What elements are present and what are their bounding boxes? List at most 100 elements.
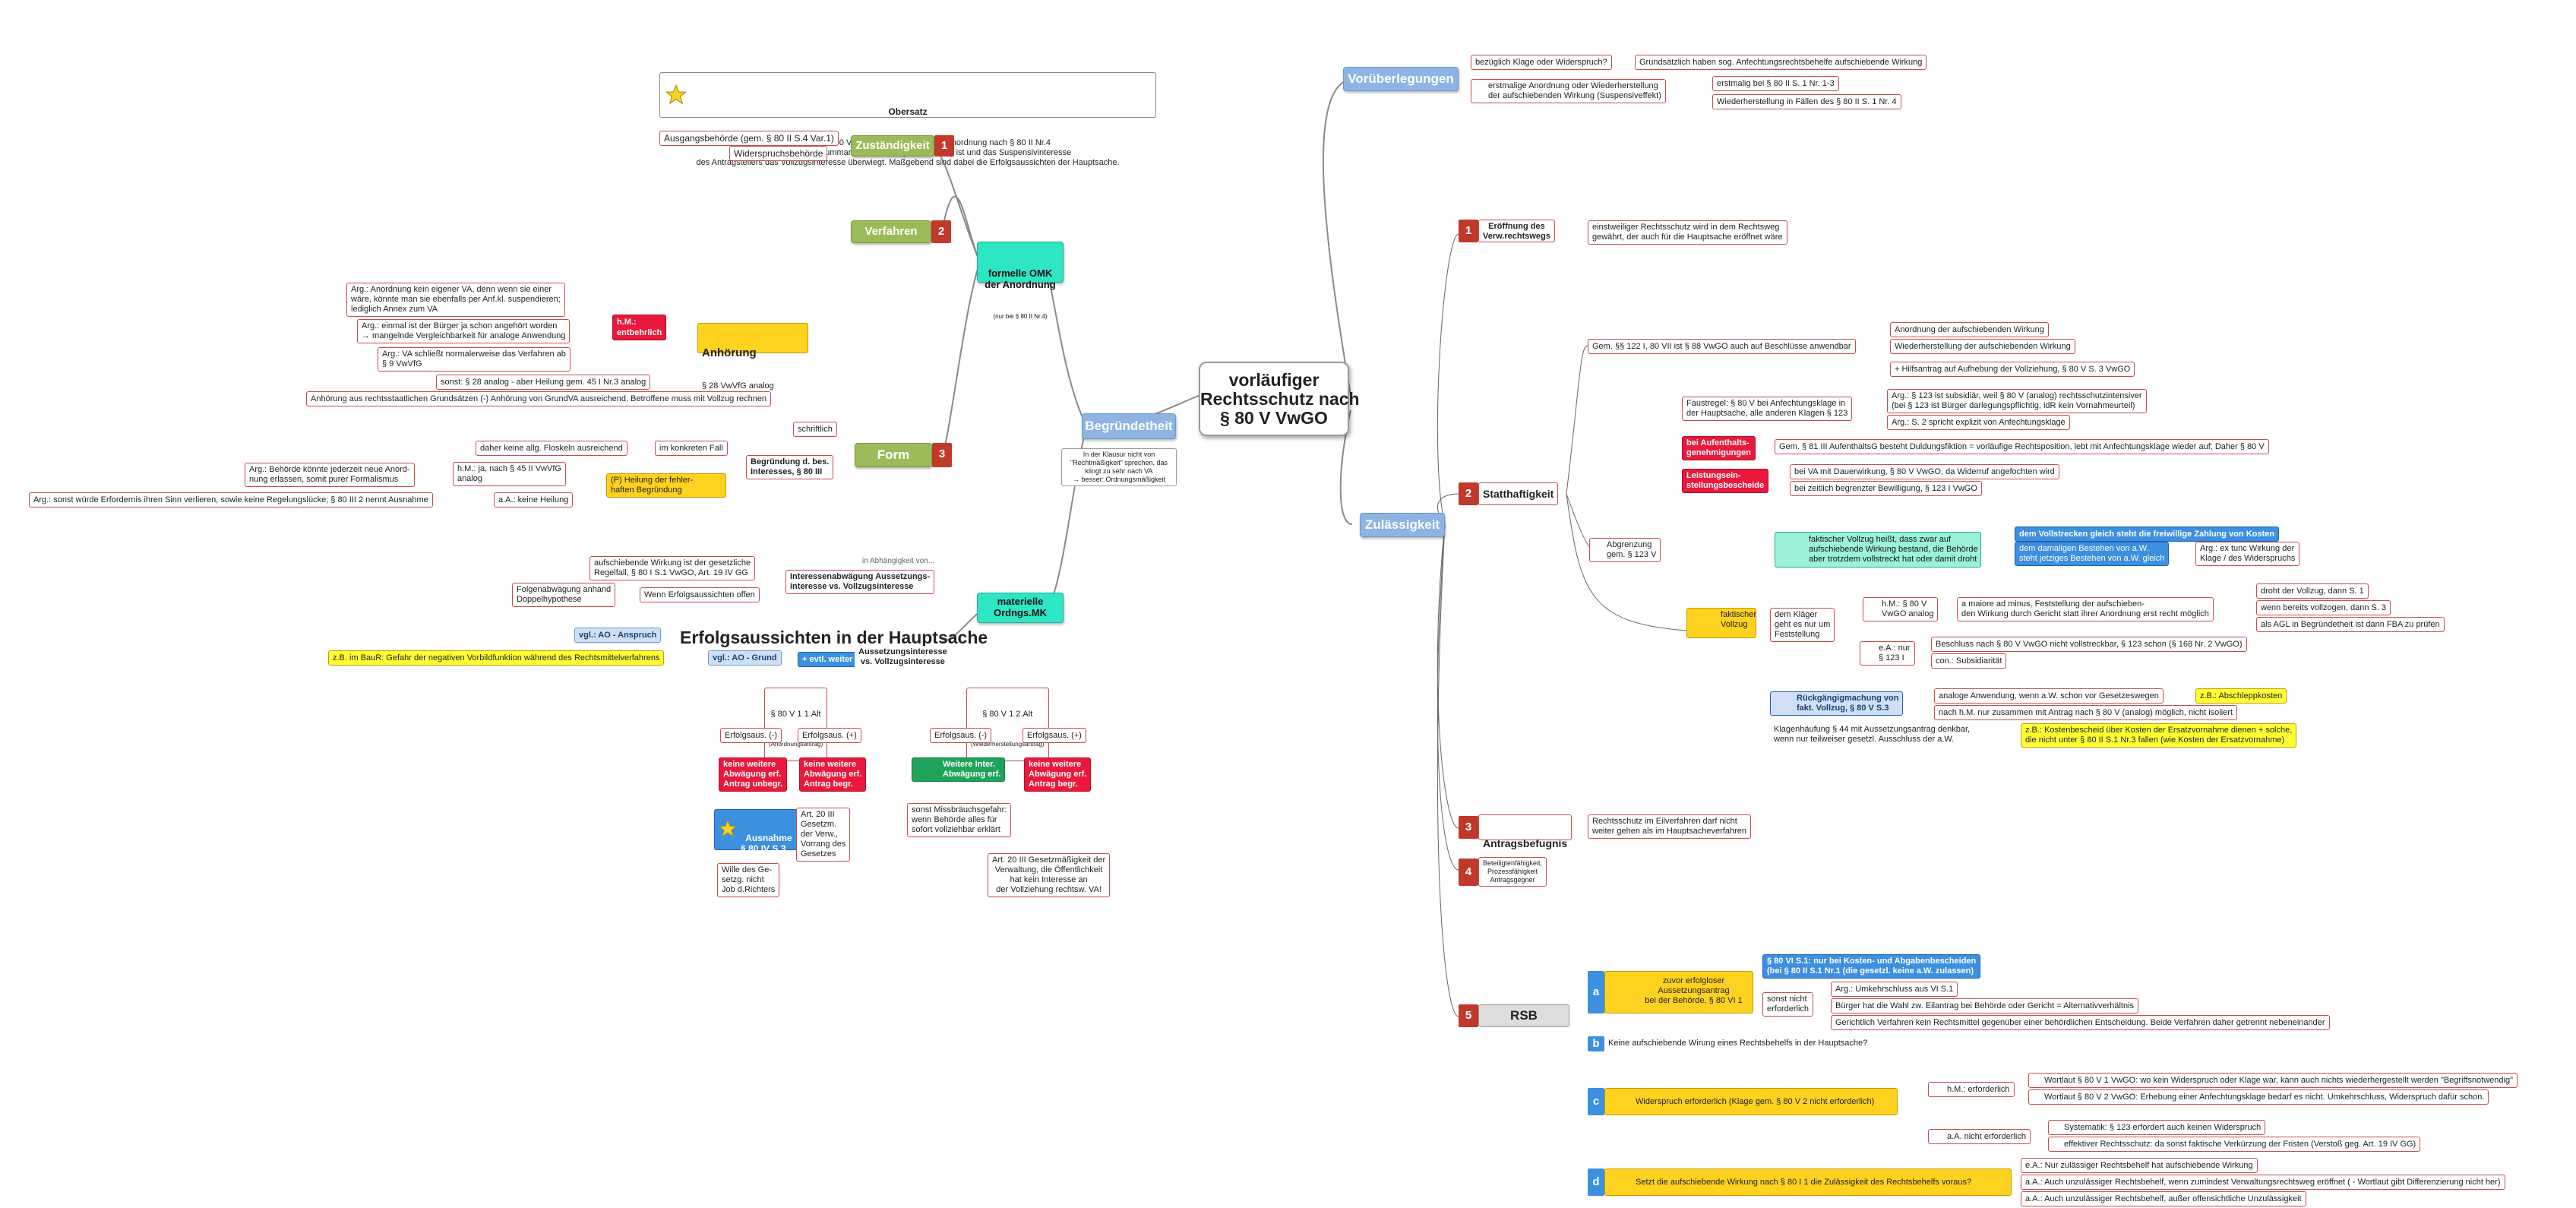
alt2-plus: Erfolgsaus. (+) [1022, 728, 1086, 743]
interessen-abh: in Abhängigkeit von... [858, 555, 939, 568]
alt1-art20: Art. 20 III Gesetzm. der Verw., Vorrang … [796, 808, 851, 862]
begruendung-konkret: im konkreten Fall [655, 441, 728, 456]
statthaft-faustregel: Faustregel: § 80 V bei Anfechtungsklage … [1682, 397, 1853, 421]
alt2-minus: Erfolgsaus. (-) [930, 728, 992, 743]
statthaft-label[interactable]: Statthaftigkeit [1478, 482, 1559, 505]
node-formelle-omk[interactable]: formelle OMK der Anordnung (nur bei § 80… [977, 242, 1064, 320]
rsb-a-s1: Arg.: Umkehrschluss aus VI S.1 [1831, 982, 1958, 997]
faktischer-arg: Arg.: ex tunc Wirkung der Klage / des Wi… [2195, 542, 2300, 566]
node-zulaessigkeit[interactable]: Zulässigkeit [1360, 513, 1445, 537]
erfolgsaussichten-heading[interactable]: Erfolgsaussichten in der Hauptsache [680, 628, 988, 647]
alt2-label[interactable]: § 80 V 1 2.Alt (Wiederherstellungsantrag… [966, 688, 1049, 761]
star-icon [665, 84, 687, 106]
alt1-plus: Erfolgsaus. (+) [798, 728, 861, 743]
klaeger-droht: droht der Vollzug, dann S. 1 [2256, 583, 2369, 599]
rsb-b-letter: b [1588, 1036, 1604, 1051]
eroeffnung-label[interactable]: Eröffnung des Verw.rechtswegs [1478, 220, 1555, 242]
rsb-a-letter: a [1588, 971, 1604, 1014]
rsb-c-hm2: Wortlaut § 80 V 2 VwGO: Erhebung einer A… [2028, 1089, 2489, 1105]
alt1-box-unbegr: keine weitere Abwägung erf. Antrag unbeg… [719, 757, 788, 792]
statthaft-gem: Gem. §§ 122 I, 80 VII ist § 88 VwGO auch… [1588, 339, 1856, 354]
rsb-c-label[interactable]: Widerspruch erforderlich (Klage gem. § 8… [1604, 1088, 1898, 1115]
anhoerung-label: Anhörung [702, 346, 757, 359]
alt1-wille: Wille des Ge- setzg. nicht Job d.Richter… [717, 863, 780, 897]
node-begruendetheit[interactable]: Begründetheit [1082, 413, 1176, 439]
node-anhoerung[interactable]: Anhörung § 28 VwVfG analog [697, 323, 808, 391]
anhoerung-arg-3: Arg.: VA schließt normalerweise das Verf… [378, 347, 571, 372]
rsb-a-label[interactable]: zuvor erfolgloser Aussetzungsantrag bei … [1604, 971, 1753, 1014]
beteiligt-number: 4 [1459, 859, 1478, 886]
rsb-c-hm: h.M.: erforderlich [1928, 1082, 2015, 1097]
eroeffnung-number: 1 [1459, 220, 1478, 242]
rueck-node[interactable]: Rückgängigmachung von fakt. Vollzug, § 8… [1770, 691, 1904, 716]
rsb-c-aa: a.A. nicht erforderlich [1928, 1129, 2031, 1144]
baur-note: z.B. im BauR: Gefahr der negativen Vorbi… [328, 650, 665, 666]
node-faktischer-vollzug[interactable]: faktischer Vollzug [1686, 608, 1756, 638]
begruendung-aa: a.A.: keine Heilung [494, 492, 574, 508]
formelle-sub: (nur bei § 80 II Nr.4) [993, 313, 1048, 320]
alt2-box-begr: keine weitere Abwägung erf. Antrag begr. [1024, 757, 1092, 792]
alt1-label[interactable]: § 80 V 1 1.Alt (Anordnungsantrag) [764, 688, 828, 761]
antrag-text: Rechtsschutz im Eilverfahren darf nicht … [1588, 814, 1752, 839]
klaeger-con: con.: Subsidiarität [1931, 653, 2007, 669]
interessen-folgen: Folgenabwägung anhand Doppelhypothese [512, 583, 616, 607]
begruendung-floskel: daher keine allg. Floskeln ausreichend [476, 441, 627, 456]
beteiligt-label[interactable]: Beteiligtenfähigkeit, Prozessfähigkeit A… [1478, 857, 1547, 887]
anhoerung-grundrecht: Anhörung aus rechtsstaatlichen Grundsätz… [306, 391, 772, 406]
rueck-2: nach h.M. nur zusammen mit Antrag nach §… [1934, 705, 2238, 720]
alt2-sonst: sonst Missbräuchsgefahr: wenn Behörde al… [907, 803, 1012, 837]
anhoerung-arg-2: Arg.: einmal ist der Bürger ja schon ang… [357, 319, 571, 343]
statthaft-leistung: Leistungsein- stellungsbescheide [1682, 469, 1769, 493]
begruendung-hm: h.M.: ja, nach § 45 II VwVfG analog [453, 462, 566, 486]
obersatz-heading: Obersatz [888, 106, 928, 117]
node-verfahren[interactable]: Verfahren [851, 220, 931, 243]
alt1-ausnahme[interactable]: Ausnahme § 80 IV S.3 analog [714, 809, 798, 865]
form-number: 3 [932, 443, 952, 467]
interessen-label[interactable]: Interessenabwägung Aussetzungs- interess… [785, 570, 935, 594]
statthaft-g1-1: Anordnung der aufschiebenden Wirkung [1890, 322, 2049, 337]
node-materielle[interactable]: materielle Ordngs.MK [977, 593, 1064, 623]
rsb-a-s2: Bürger hat die Wahl zw. Eilantrag bei Be… [1831, 998, 2139, 1014]
statthaft-aufenthalt: bei Aufenthalts- genehmigungen [1682, 436, 1756, 460]
alt1-sub: (Anordnungsantrag) [769, 741, 823, 748]
node-vorueberlegungen[interactable]: Vorüberlegungen [1343, 67, 1459, 91]
node-zustaendigkeit[interactable]: Zuständigkeit [851, 135, 934, 157]
central-topic[interactable]: vorläufiger Rechtsschutz nach § 80 V VwG… [1199, 362, 1360, 436]
statthaft-leistung-1: bei VA mit Dauerwirkung, § 80 V VwGO, da… [1790, 464, 2059, 479]
begruendung-heilung[interactable]: (P) Heilung der fehler- haften Begründun… [606, 473, 726, 498]
rsb-c-hm1: Wortlaut § 80 V 1 VwGO: wo kein Widerspr… [2028, 1073, 2518, 1088]
statthaft-number: 2 [1459, 482, 1478, 505]
ao-grund[interactable]: vgl.: AO - Grund [708, 650, 782, 666]
rsb-b-text[interactable]: Keine aufschiebende Wirung eines Rechtsb… [1604, 1036, 1872, 1050]
rsb-d-label[interactable]: Setzt die aufschiebende Wirkung nach § 8… [1604, 1168, 2012, 1196]
rsb-d-letter: d [1588, 1168, 1604, 1196]
rsb-d-3: a.A.: Auch unzulässiger Rechtsbehelf, au… [2021, 1191, 2306, 1206]
node-begruendung[interactable]: Begründung d. bes. Interesses, § 80 III [746, 455, 834, 479]
interessen-aufsch: aufschiebende Wirkung ist der gesetzlich… [589, 556, 756, 580]
rsb-c-letter: c [1588, 1088, 1604, 1115]
evtl-weiter[interactable]: + evtl. weiter [798, 652, 858, 667]
antrag-label[interactable]: Antragsbefugnis (§ 42 II VwGO analog) [1478, 814, 1572, 877]
begruendung-arg-2: Arg.: sonst würde Erfordernis ihren Sinn… [29, 492, 433, 508]
faktischer-def: faktischer Vollzug heißt, dass zwar auf … [1775, 532, 1981, 568]
interessen-wenn: Wenn Erfolgsaussichten offen [640, 587, 760, 602]
klaeger-hm: h.M.: § 80 V VwGO analog [1863, 597, 1939, 621]
ao-anspruch[interactable]: vgl.: AO - Anspruch [574, 628, 662, 643]
formelle-label: formelle OMK der Anordnung [985, 267, 1056, 290]
faktischer-b1: dem Vollstrecken gleich steht die freiwi… [2015, 527, 2279, 542]
zustaendigkeit-number: 1 [934, 135, 954, 157]
anhoerung-sonst: sonst: § 28 analog - aber Heilung gem. 4… [436, 375, 651, 390]
alt2-sub: (Wiederherstellungsantrag) [971, 741, 1045, 748]
eroeffnung-text: einstweiliger Rechtsschutz wird in dem R… [1588, 220, 1787, 245]
statthaft-g1-2: Wiederherstellung der aufschiebenden Wir… [1890, 339, 2075, 354]
rsb-label[interactable]: RSB [1478, 1004, 1569, 1027]
klagen-node: Klagenhäufung § 44 mit Aussetzungsantrag… [1770, 723, 1974, 746]
alt2-weitere: Weitere Inter. Abwägung erf. [912, 757, 1006, 782]
alt1-title: § 80 V 1 1.Alt [770, 710, 821, 719]
rueck-bsp: z.B.: Abschleppkosten [2195, 688, 2287, 704]
star-icon [718, 819, 738, 839]
aussetzung-label[interactable]: Aussetzungsinteresse vs. Vollzugsinteres… [855, 646, 951, 669]
rsb-a-sonst: sonst nicht erforderlich [1762, 992, 1814, 1017]
node-form[interactable]: Form [855, 443, 932, 467]
